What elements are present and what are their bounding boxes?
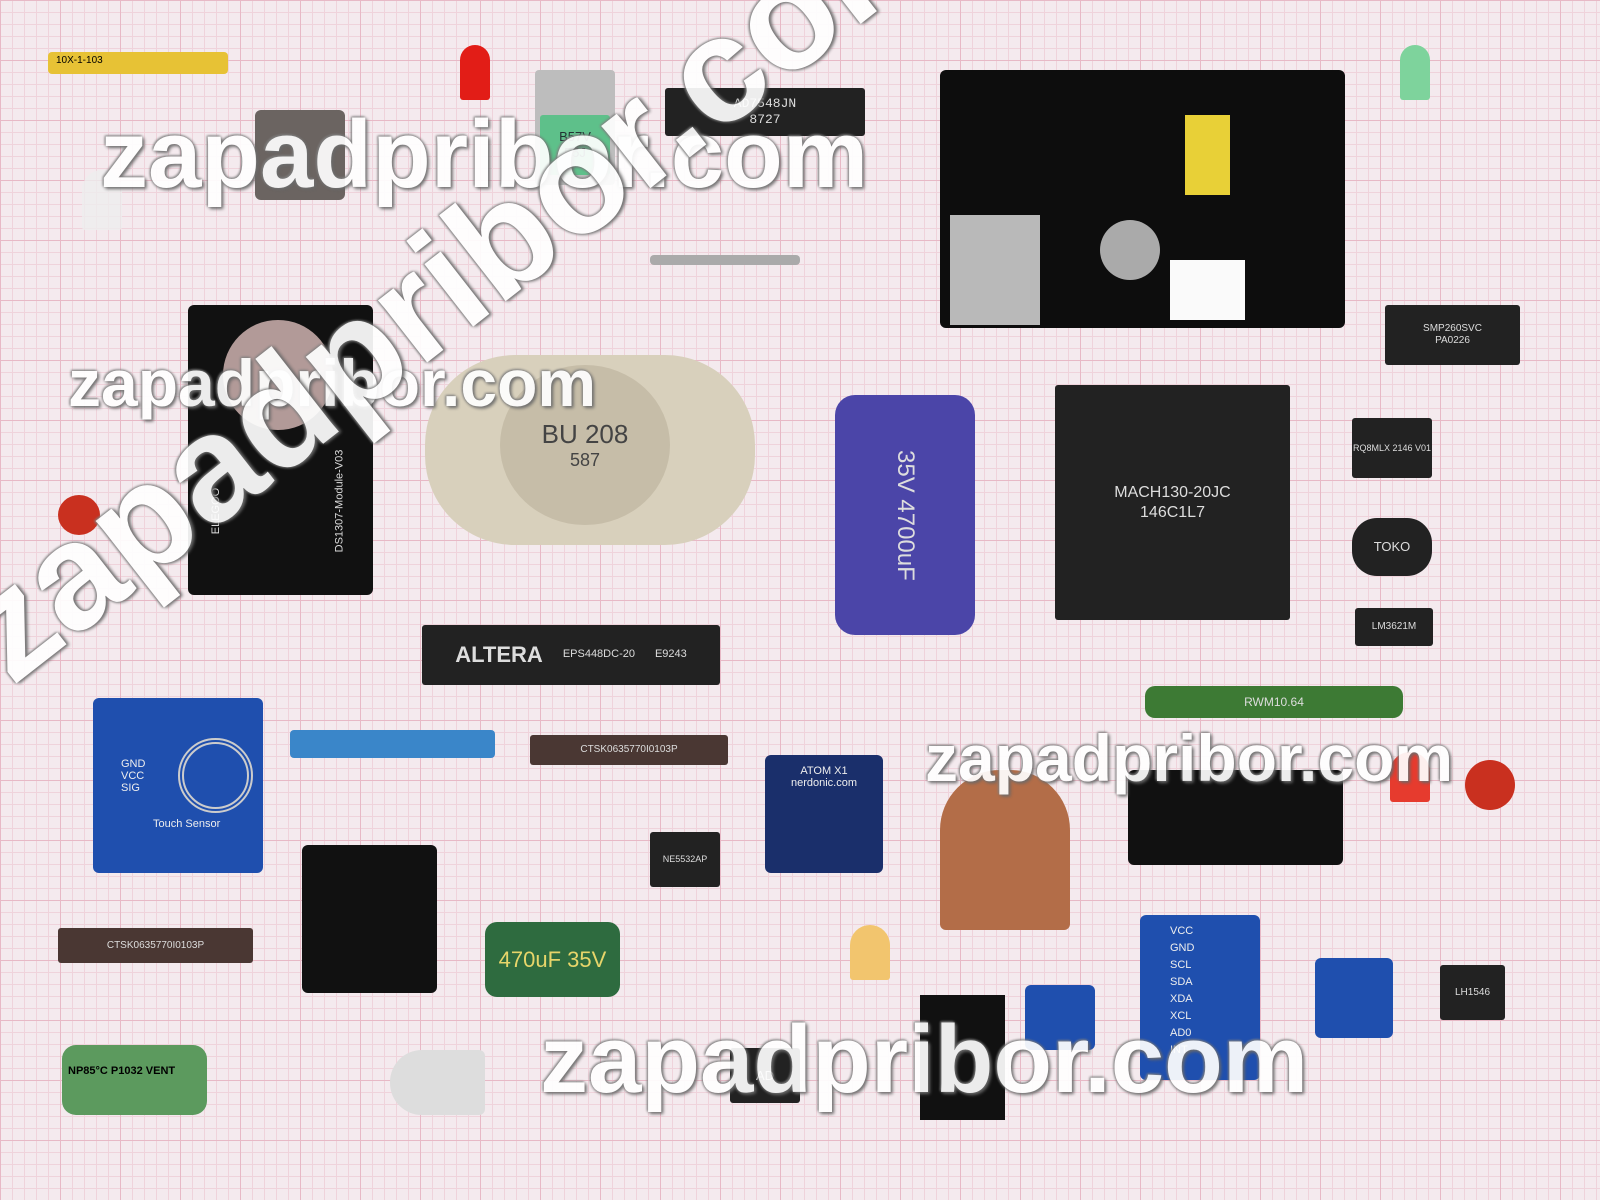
touch-label: Touch Sensor	[153, 818, 221, 830]
optocoupler-label: LH1546	[1454, 986, 1491, 998]
watermark: zapadpribor.com	[68, 346, 597, 420]
imu-module: VCC GND SCL SDA XDA XCL AD0 INT	[1140, 915, 1260, 1080]
imu-pin: AD0	[1170, 1027, 1192, 1039]
transistor-code: 587	[569, 450, 601, 470]
dip-socket	[1128, 770, 1343, 865]
dip-ic-code: 8727	[749, 112, 781, 127]
soic-ic-2: RQ8MLX 2146 V01	[1352, 418, 1432, 478]
dip8-ic: NE5532AP	[650, 832, 720, 887]
watermark: zapadpribor.com	[925, 721, 1454, 795]
soic1-label: SMP260SVC	[1423, 323, 1482, 334]
imu-pin: VCC	[1170, 925, 1194, 937]
sip2-label: CTSK0635770I0103P	[106, 939, 205, 951]
pin-gnd: GND	[121, 758, 146, 770]
trimmer-potentiometer	[1315, 958, 1393, 1038]
film-cap-label: NP85°C P1032 VENT	[68, 1065, 176, 1077]
imu-pin: XCL	[1170, 1010, 1192, 1022]
imu-pin: XDA	[1170, 993, 1193, 1005]
red-led	[460, 45, 490, 100]
blue-resistor-network	[290, 730, 495, 758]
plcc-code: 146C1L7	[1140, 503, 1205, 521]
soic2-label: RQ8MLX 2146 V01	[1352, 442, 1432, 453]
ic-socket-module	[302, 845, 437, 993]
inductor: TOKO	[1352, 518, 1432, 576]
inductor-label: TOKO	[1373, 539, 1411, 555]
cap-big-label: 35V 4700uF	[892, 449, 919, 581]
imu-pin: SDA	[1170, 976, 1193, 988]
sip-label: CTSK0635770I0103P	[580, 744, 678, 755]
soic3-label: LM3621M	[1371, 621, 1417, 632]
eprom-code: E9243	[654, 648, 687, 661]
eprom-brand: ALTERA	[455, 641, 543, 667]
watermark: zapadpribor.com	[540, 1006, 1309, 1113]
transistor-label: BU 208	[541, 419, 629, 449]
touch-sensor-module: GND VCC SIG Touch Sensor	[93, 698, 263, 873]
soic1-code: PA0226	[1435, 335, 1470, 346]
resistor-network: 10X-1-103	[48, 52, 228, 74]
dip-ic-label: AD7548JN	[733, 96, 797, 112]
atom-label: ATOM X1	[800, 765, 848, 777]
watermark: zapadpribor.com	[100, 101, 869, 208]
imu-pin: SCL	[1170, 959, 1192, 971]
yellow-led	[850, 925, 890, 980]
plcc-label: MACH130-20JC	[1114, 484, 1231, 502]
breadboard-power-module	[940, 70, 1345, 328]
pin-sig: SIG	[121, 782, 140, 794]
wirewound-resistor: RWM10.64	[1145, 686, 1403, 718]
eprom-label: EPS448DC-20	[562, 648, 635, 661]
optocoupler: LH1546	[1440, 965, 1505, 1020]
red-led-2	[1390, 752, 1430, 802]
rotary-potentiometer	[940, 770, 1070, 930]
potentiometer-shaft	[650, 255, 800, 265]
soic-ic-3: LM3621M	[1355, 608, 1433, 646]
imu-pin: GND	[1170, 942, 1195, 954]
atom-board: ATOM X1 nerdonic.com	[765, 755, 883, 873]
eprom-ic: ALTERA EPS448DC-20 E9243	[422, 625, 720, 685]
cap-small-label: 470uF 35V	[498, 946, 607, 972]
wirewound-label: RWM10.64	[1244, 695, 1304, 709]
dip8-ic-2: AD	[730, 1048, 800, 1103]
imu-pin: INT	[1170, 1044, 1188, 1056]
led-rgb	[82, 170, 122, 230]
rtc-module: ELEGOO DS1307-Module-V03	[188, 305, 373, 595]
hybrid-module	[255, 110, 345, 200]
regulator-label: B57V	[559, 129, 591, 145]
sip-resistor-network-2: CTSK0635770I0103P	[58, 928, 253, 963]
ceramic-capacitor	[58, 495, 100, 535]
green-led	[1400, 45, 1430, 100]
dip8-label: NE5532AP	[662, 854, 708, 865]
clear-led	[390, 1050, 485, 1115]
dip8b-label: AD	[755, 1067, 775, 1083]
electrolytic-capacitor-small: 470uF 35V	[485, 922, 620, 997]
film-capacitor: NP85°C P1032 VENT	[62, 1045, 207, 1115]
ceramic-capacitor-2	[1465, 760, 1515, 810]
resistor-network-label: 10X-1-103	[56, 55, 103, 66]
pin-vcc: VCC	[121, 770, 145, 782]
regulator-code: F5J	[564, 145, 586, 160]
trimmer-potentiometer-2	[1025, 985, 1095, 1050]
nerdonic-label: nerdonic.com	[790, 777, 858, 789]
electrolytic-capacitor-large: 35V 4700uF	[835, 395, 975, 635]
seven-segment-display	[920, 995, 1005, 1120]
sip-resistor-network: CTSK0635770I0103P	[530, 735, 728, 765]
